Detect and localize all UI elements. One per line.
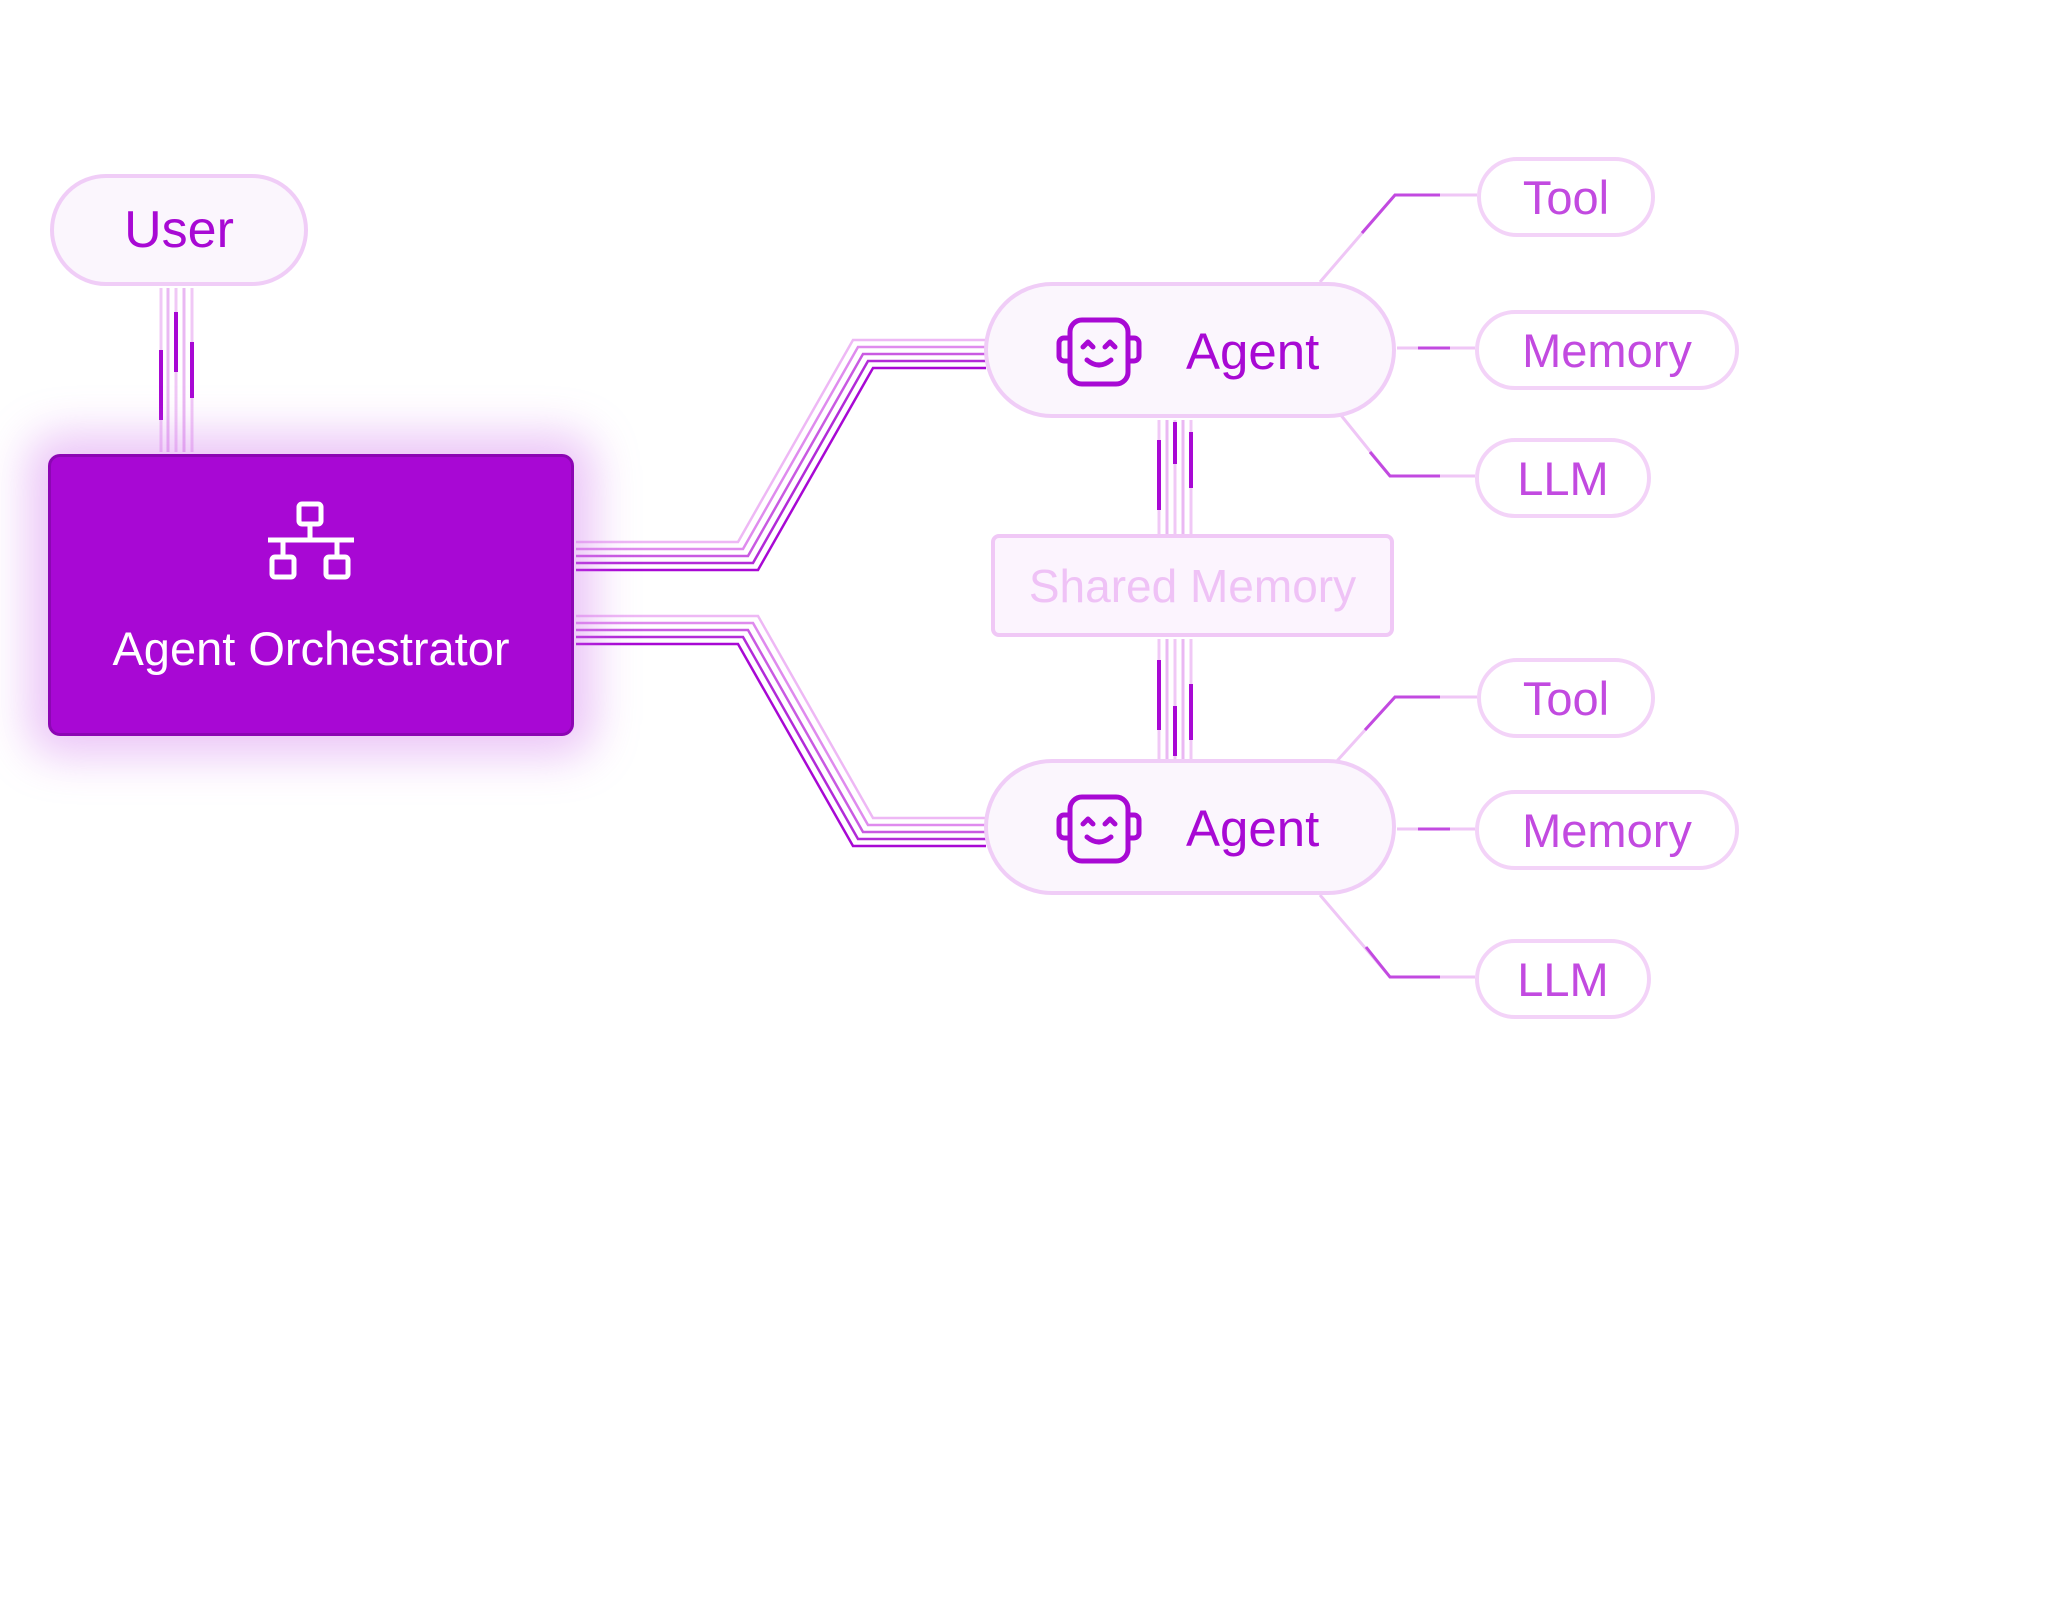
memory-label: Memory <box>1522 323 1692 377</box>
shared-memory-label: Shared Memory <box>1028 559 1357 612</box>
agent-2-tool-node[interactable]: Tool <box>1477 658 1655 738</box>
agent-1-shared-memory-connector <box>1157 420 1193 534</box>
agent-1-llm-node[interactable]: LLM <box>1475 438 1651 518</box>
orchestrator-agent-2-connector <box>576 614 986 848</box>
agent-1-branch-connectors <box>1318 193 1477 478</box>
agent-label: Agent <box>1186 800 1320 857</box>
llm-label: LLM <box>1517 451 1609 505</box>
memory-label: Memory <box>1522 803 1692 857</box>
agent-node-1[interactable]: Agent <box>984 282 1396 418</box>
agent-2-memory-node[interactable]: Memory <box>1475 790 1739 870</box>
shared-memory-node[interactable]: Shared Memory <box>991 534 1394 637</box>
shared-memory-agent-2-connector <box>1157 639 1193 759</box>
agent-2-branch-connectors <box>1318 695 1477 979</box>
network-icon <box>268 501 354 580</box>
agent-label: Agent <box>1186 323 1320 380</box>
tool-label: Tool <box>1522 671 1610 725</box>
user-orchestrator-connector <box>159 288 194 452</box>
llm-label: LLM <box>1517 952 1609 1006</box>
agent-1-tool-node[interactable]: Tool <box>1477 157 1655 237</box>
robot-icon <box>1056 317 1142 387</box>
agent-1-memory-node[interactable]: Memory <box>1475 310 1739 390</box>
user-node[interactable]: User <box>50 174 308 286</box>
agent-node-2[interactable]: Agent <box>984 759 1396 895</box>
robot-icon <box>1056 794 1142 864</box>
agent-orchestrator-node[interactable]: Agent Orchestrator <box>48 454 574 736</box>
tool-label: Tool <box>1522 170 1610 224</box>
user-label: User <box>124 201 234 259</box>
agent-2-llm-node[interactable]: LLM <box>1475 939 1651 1019</box>
orchestrator-label: Agent Orchestrator <box>112 622 510 675</box>
orchestrator-agent-1-connector <box>576 338 986 572</box>
